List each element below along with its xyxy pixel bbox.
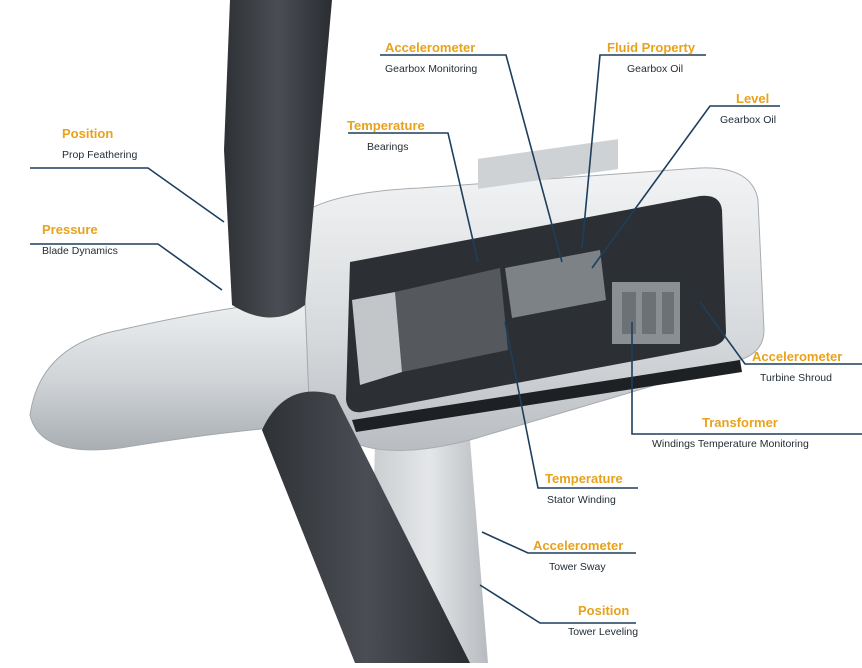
- leader-accel-gearbox: [380, 54, 563, 263]
- leader-transformer: [631, 322, 862, 435]
- callout-accel-tower: Accelerometer Tower Sway: [533, 538, 623, 574]
- callout-title: Fluid Property: [607, 40, 696, 55]
- leader-accel-shroud: [699, 301, 862, 365]
- blade-top: [224, 0, 332, 318]
- callout-title: Accelerometer: [385, 40, 476, 55]
- callout-subtitle: Gearbox Oil: [627, 63, 684, 75]
- upper-panels: [478, 139, 618, 189]
- leader-level-gearbox: [591, 105, 780, 269]
- gearbox: [505, 250, 606, 318]
- callout-position-prop: Position Prop Feathering: [62, 126, 137, 162]
- callout-transformer: Transformer Windings Temperature Monitor…: [652, 415, 809, 451]
- callout-temp-bearings: Temperature Bearings: [347, 118, 425, 154]
- callout-title: Accelerometer: [533, 538, 624, 553]
- leader-pressure-blade: [30, 243, 223, 291]
- callout-temp-stator: Temperature Stator Winding: [545, 471, 623, 507]
- callout-subtitle: Turbine Shroud: [760, 372, 832, 384]
- leader-position-tower: [479, 584, 636, 624]
- callout-title: Temperature: [347, 118, 425, 133]
- callout-subtitle: Tower Sway: [549, 561, 606, 573]
- callout-position-tower: Position Tower Leveling: [568, 603, 638, 639]
- callout-title: Position: [578, 603, 630, 618]
- leader-temp-stator: [504, 321, 638, 489]
- callout-title: Transformer: [702, 415, 778, 430]
- leader-fluid-gearbox: [581, 54, 706, 249]
- callout-title: Position: [62, 126, 114, 141]
- callout-accel-gearbox: Accelerometer Gearbox Monitoring: [385, 40, 477, 76]
- generator: [395, 268, 508, 372]
- callout-title: Temperature: [545, 471, 623, 486]
- leader-position-prop: [30, 167, 225, 223]
- callout-title: Pressure: [42, 222, 98, 237]
- callout-subtitle: Prop Feathering: [62, 149, 138, 161]
- callout-fluid-gearbox: Fluid Property Gearbox Oil: [607, 40, 695, 76]
- callout-title: Level: [736, 91, 770, 106]
- blade-bottom: [262, 391, 470, 663]
- callout-subtitle: Blade Dynamics: [42, 245, 118, 257]
- callout-title: Accelerometer: [752, 349, 843, 364]
- callout-accel-shroud: Accelerometer Turbine Shroud: [752, 349, 842, 385]
- callout-pressure-blade: Pressure Blade Dynamics: [42, 222, 118, 258]
- callout-subtitle: Gearbox Oil: [720, 114, 777, 126]
- callout-subtitle: Gearbox Monitoring: [385, 63, 478, 75]
- callout-subtitle: Bearings: [367, 141, 409, 153]
- leader-accel-tower: [481, 531, 636, 554]
- callout-subtitle: Tower Leveling: [568, 626, 639, 638]
- callout-subtitle: Stator Winding: [547, 494, 616, 506]
- leader-temp-bearings: [348, 132, 479, 263]
- callout-level-gearbox: Level Gearbox Oil: [720, 91, 776, 127]
- callout-subtitle: Windings Temperature Monitoring: [652, 438, 809, 450]
- leader-lines: [30, 54, 862, 624]
